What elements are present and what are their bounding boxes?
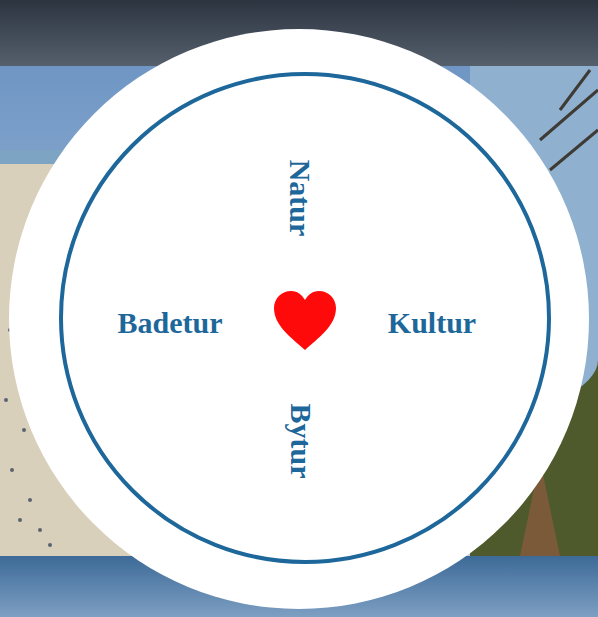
node-label: Natur <box>285 160 315 237</box>
node-label: Bytur <box>285 404 315 479</box>
circle-node: NaturBadetur KulturBytur <box>8 28 590 610</box>
node-label: Badetur <box>118 308 223 338</box>
blue-ring <box>61 74 549 562</box>
circle-shape <box>8 28 590 610</box>
node-label: Kultur <box>388 308 476 338</box>
white-disc <box>9 29 589 609</box>
